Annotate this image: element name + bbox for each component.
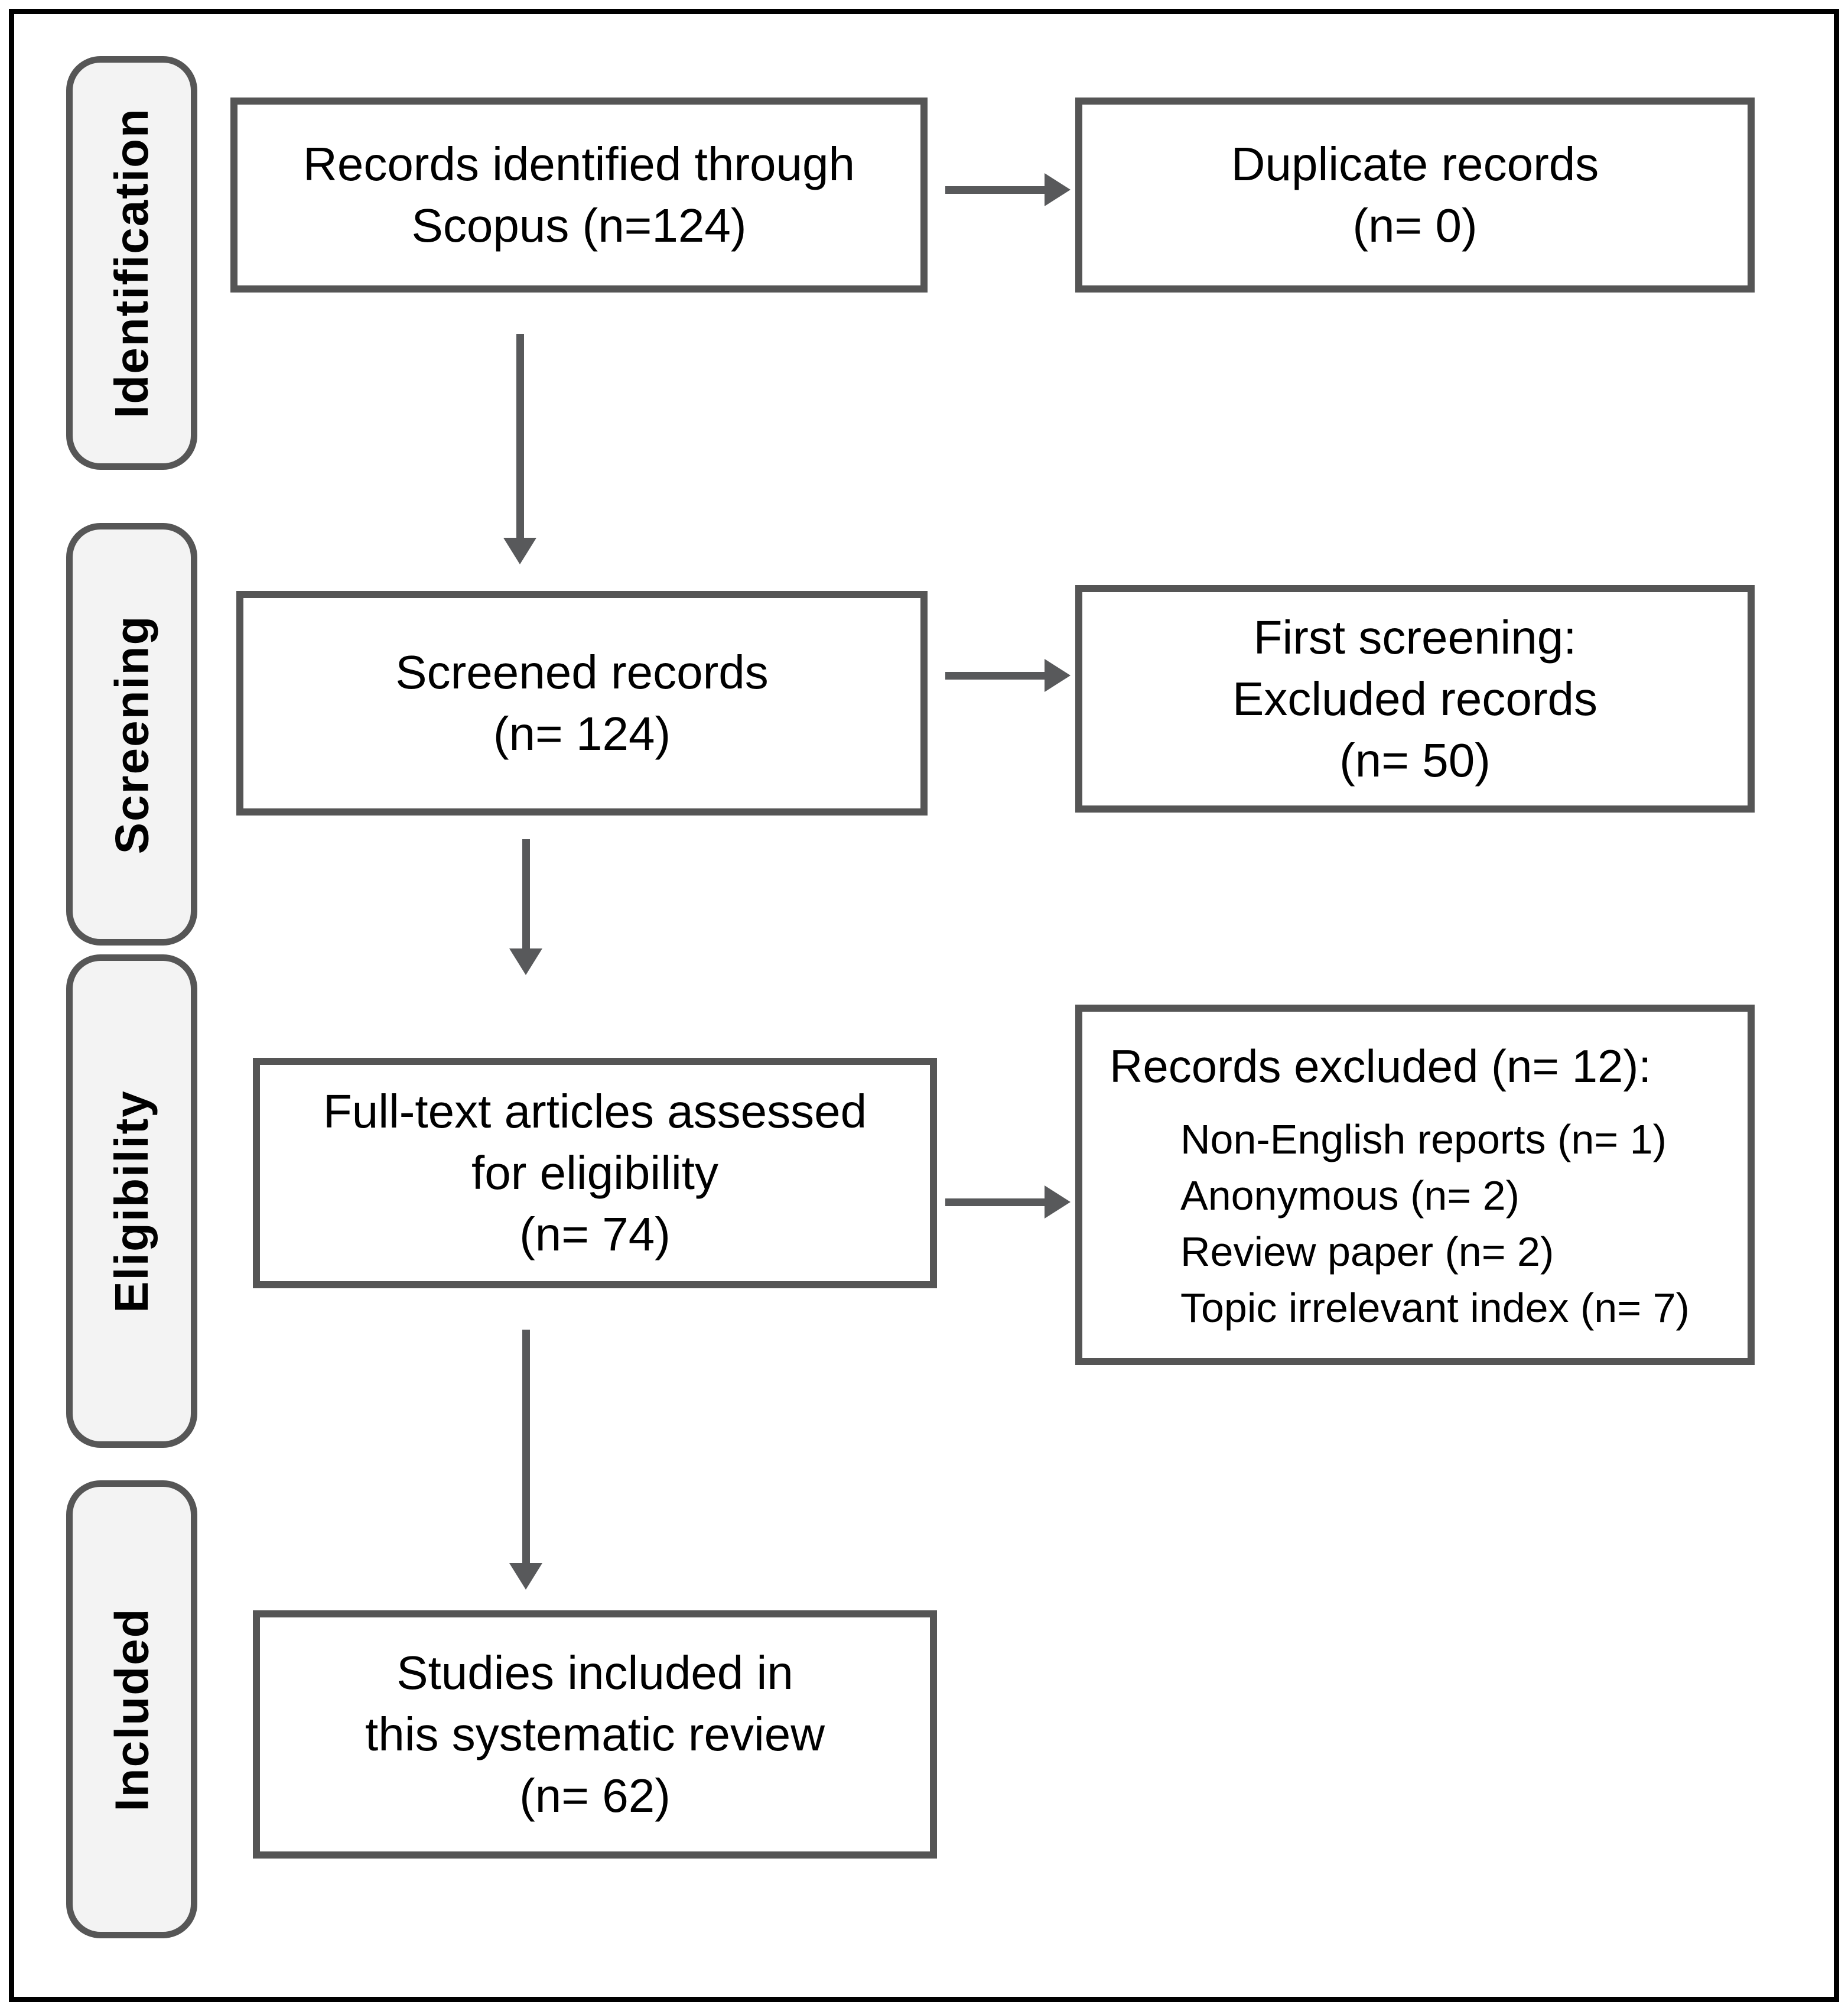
records-excluded-item: Non-English reports (n= 1) <box>1180 1116 1667 1163</box>
flow-arrow-down-1-icon <box>503 334 536 564</box>
box-line: (n= 124) <box>493 707 671 760</box>
stage-label-included: Included <box>66 1480 197 1938</box>
records-excluded-heading: Records excluded (n= 12): <box>1110 1040 1651 1092</box>
box-fulltext-assessed: Full-text articles assessed for eligibil… <box>253 1058 937 1288</box>
box-records-excluded: Records excluded (n= 12): Non-English re… <box>1075 1005 1755 1365</box>
box-line: Excluded records <box>1232 672 1598 725</box>
box-line: this systematic review <box>365 1708 825 1760</box>
flow-arrow-down-2-icon <box>509 839 542 975</box>
records-excluded-item: Anonymous (n= 2) <box>1180 1172 1520 1219</box>
stage-label-identification: Identification <box>66 56 197 470</box>
box-duplicate-records: Duplicate records (n= 0) <box>1075 98 1755 293</box>
box-line: (n= 50) <box>1339 733 1491 787</box>
box-screened-records: Screened records (n= 124) <box>236 591 928 816</box>
diagram-outer-frame <box>9 9 1839 2002</box>
box-line: Screened records <box>395 646 769 699</box>
box-line: Studies included in <box>396 1646 793 1699</box>
records-excluded-item: Review paper (n= 2) <box>1180 1229 1554 1275</box>
flow-arrow-right-1-icon <box>945 173 1071 206</box>
box-line: First screening: <box>1253 610 1577 664</box>
box-line: (n= 62) <box>519 1769 671 1822</box>
stage-label-text: Screening <box>105 615 158 854</box>
box-line: (n= 74) <box>519 1208 671 1260</box>
stage-label-eligibility: Eligibility <box>66 954 197 1448</box>
stage-label-text: Included <box>105 1607 158 1811</box>
box-line: Records identified through <box>303 138 855 190</box>
flow-arrow-right-2-icon <box>945 659 1071 692</box>
box-line: Scopus (n=124) <box>411 199 747 252</box>
box-line: Duplicate records <box>1231 138 1599 190</box>
flow-arrow-down-3-icon <box>509 1330 542 1590</box>
stage-label-text: Eligibility <box>105 1089 158 1313</box>
stage-label-text: Identification <box>105 108 158 418</box>
stage-label-screening: Screening <box>66 523 197 946</box>
flow-arrow-right-3-icon <box>945 1185 1071 1219</box>
box-line: Full-text articles assessed <box>323 1085 867 1138</box>
box-records-identified: Records identified through Scopus (n=124… <box>230 98 928 293</box>
box-line: (n= 0) <box>1352 199 1478 252</box>
box-first-screening-excluded: First screening: Excluded records (n= 50… <box>1075 585 1755 813</box>
box-line: for eligibility <box>471 1146 718 1199</box>
box-studies-included: Studies included in this systematic revi… <box>253 1610 937 1859</box>
records-excluded-item: Topic irrelevant index (n= 7) <box>1180 1285 1690 1331</box>
